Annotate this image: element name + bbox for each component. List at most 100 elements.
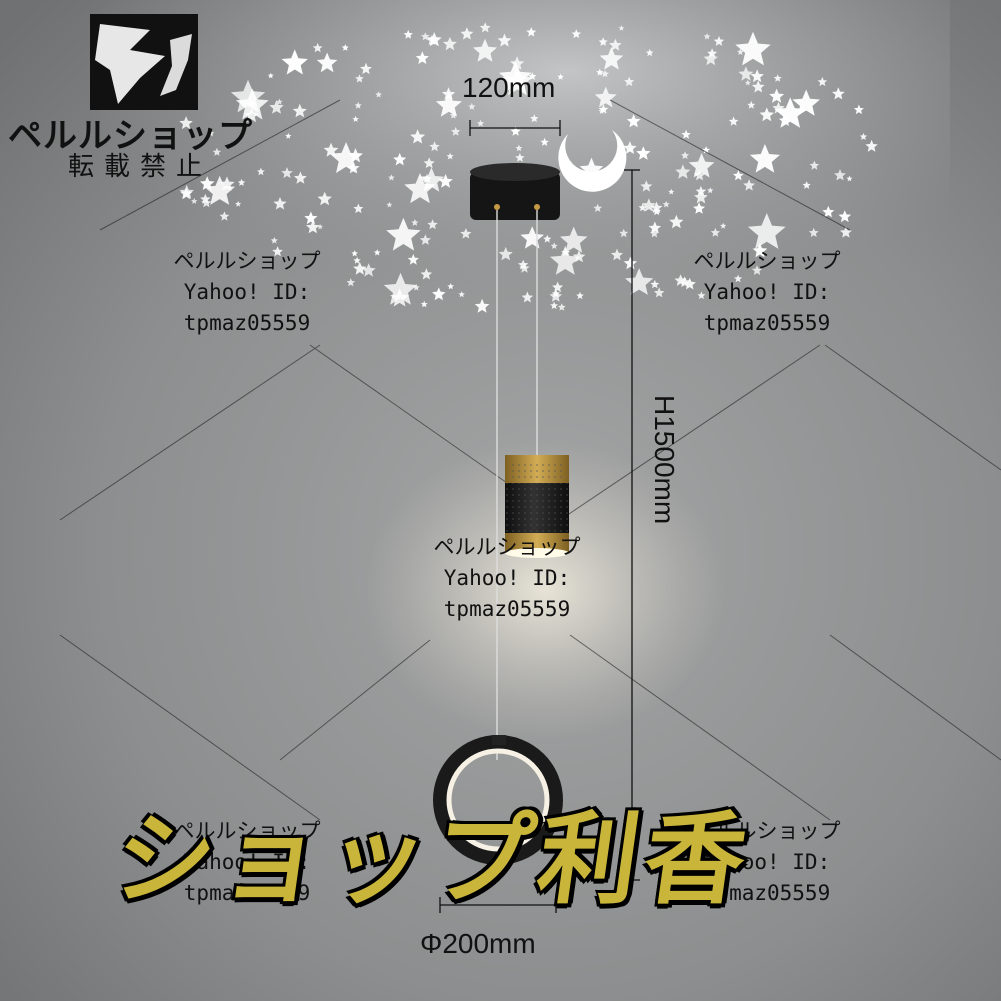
star-icon (594, 86, 617, 108)
star-icon (273, 197, 287, 210)
star-icon (441, 87, 456, 100)
star-icon (743, 179, 755, 191)
star-icon (751, 265, 763, 275)
star-icon (703, 51, 718, 66)
watermark-yahoo-label: Yahoo! ID: (443, 566, 571, 590)
star-icon (549, 289, 563, 302)
watermark-shop-name: ペルルショップ (173, 819, 321, 843)
star-icon (306, 220, 320, 234)
watermark-cross-lines (59, 99, 1001, 821)
reprint-prohibited-notice: 転載禁止 (68, 152, 213, 182)
watermark-yahoo-label: Yahoo! ID: (183, 280, 311, 304)
star-icon (497, 33, 512, 47)
star-icon (638, 203, 647, 212)
star-icon (432, 287, 446, 301)
star-icon (641, 198, 656, 212)
star-icon (460, 27, 474, 40)
watermark-bottom-right: ペルルショップ Yahoo! ID: tpmaz05559 (647, 816, 887, 909)
star-icon (329, 142, 363, 173)
star-icon (521, 291, 534, 303)
star-icon (447, 283, 454, 290)
star-icon (747, 100, 756, 109)
star-icon (411, 218, 419, 226)
star-icon (419, 234, 431, 245)
star-icon (304, 211, 318, 225)
star-icon (735, 31, 771, 66)
star-icon (420, 300, 428, 308)
star-icon (688, 153, 715, 178)
watermark-id: tpmaz05559 (703, 311, 831, 335)
height-dimension-label: H1500mm (649, 395, 680, 525)
star-icon (550, 245, 581, 275)
star-icon (648, 221, 662, 234)
lamp-light-glow (365, 440, 725, 740)
star-icon (520, 226, 544, 249)
star-icon (451, 126, 461, 136)
star-icon (576, 291, 584, 300)
star-icon (386, 201, 393, 208)
star-icon (809, 160, 820, 170)
star-icon (838, 210, 852, 223)
shop-logo-emblem (90, 14, 198, 110)
watermark-bottom-left: ペルルショップ Yahoo! ID: tpmaz05559 (127, 816, 367, 909)
star-icon (853, 104, 864, 115)
star-icon (550, 242, 558, 249)
star-icon (415, 51, 429, 64)
star-icon (526, 27, 537, 37)
star-icon (267, 72, 274, 79)
star-icon (540, 137, 549, 146)
shop-name-banner: ショップ利香 (106, 801, 760, 918)
star-icon (808, 227, 819, 237)
star-icon (312, 42, 323, 53)
star-icon (427, 219, 438, 230)
star-icon (472, 38, 498, 62)
star-icon (201, 197, 212, 208)
star-icon (207, 129, 215, 137)
star-icon (636, 146, 651, 160)
star-icon (442, 36, 457, 51)
star-icon (728, 116, 739, 126)
star-icon (352, 115, 359, 122)
star-icon (285, 132, 292, 139)
star-icon (694, 190, 708, 204)
star-icon (292, 103, 307, 118)
star-icon (703, 33, 711, 40)
star-icon (515, 153, 525, 162)
watermark-id: tpmaz05559 (183, 881, 311, 905)
star-icon (653, 287, 665, 298)
star-icon (773, 74, 782, 82)
star-icon (650, 279, 660, 289)
star-icon (710, 227, 720, 237)
star-icon (571, 29, 581, 39)
watermark-id: tpmaz05559 (183, 311, 311, 335)
star-icon (474, 298, 490, 313)
star-icon (346, 278, 356, 287)
star-icon (713, 36, 725, 46)
star-icon (707, 48, 718, 58)
star-icon (421, 32, 430, 41)
star-icon (237, 178, 246, 186)
star-icon (179, 116, 193, 130)
star-icon (351, 250, 358, 257)
dimension-lines (439, 120, 640, 913)
pendant-lamp (433, 163, 569, 865)
star-icon (802, 181, 811, 189)
star-icon (375, 91, 382, 98)
star-icon (272, 246, 283, 257)
moon-icon (558, 130, 627, 192)
star-icon (354, 101, 362, 109)
star-icon (652, 207, 661, 216)
star-icon (323, 142, 339, 157)
watermark-shop-name: ペルルショップ (693, 819, 841, 843)
star-icon (423, 157, 435, 169)
star-icon (353, 256, 361, 264)
star-icon (681, 129, 691, 139)
star-icon (846, 175, 853, 182)
star-icon (734, 274, 743, 283)
watermark-shop-name: ペルルショップ (173, 249, 321, 273)
star-icon (645, 48, 654, 57)
star-icon (412, 283, 420, 291)
star-icon (438, 174, 453, 188)
star-icon (281, 167, 293, 179)
star-icon (839, 226, 852, 238)
